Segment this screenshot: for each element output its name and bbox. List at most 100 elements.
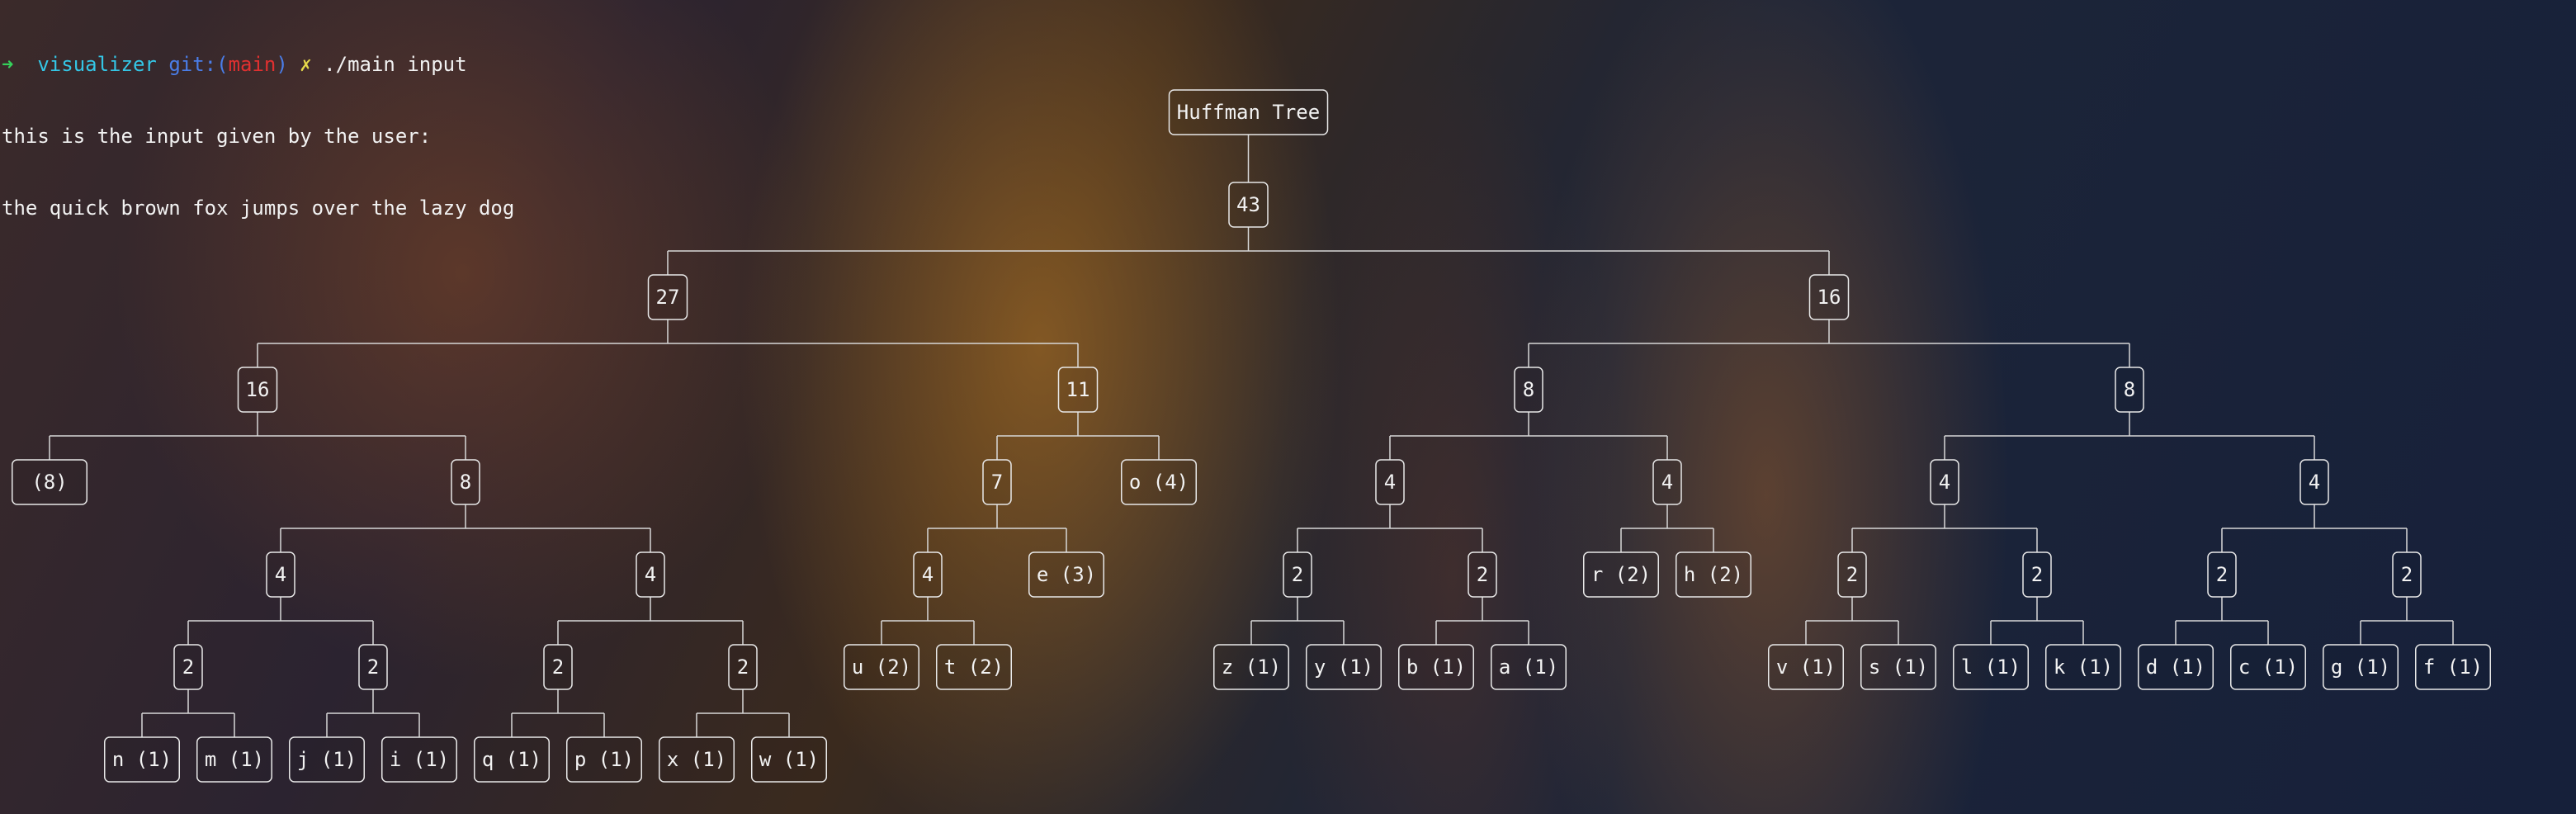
node-label: 11 xyxy=(1066,378,1090,401)
node-label: 2 xyxy=(1846,563,1858,586)
edge xyxy=(2221,504,2408,552)
node-label: 8 xyxy=(1523,378,1534,401)
node-label: p (1) xyxy=(574,748,634,771)
edge xyxy=(1944,412,2315,460)
prompt-directory: visualizer xyxy=(37,53,157,76)
internal-node: 4 xyxy=(1375,459,1405,505)
edge xyxy=(667,227,1830,275)
node-label: h (2) xyxy=(1684,563,1743,586)
internal-node: 8 xyxy=(1514,367,1543,413)
node-label: 2 xyxy=(2031,563,2043,586)
edge xyxy=(511,689,605,737)
node-label: 2 xyxy=(552,655,564,679)
node-label: 4 xyxy=(1939,471,1950,494)
internal-node: 16 xyxy=(237,367,278,413)
edge xyxy=(2360,597,2454,645)
node-label: 7 xyxy=(991,471,1003,494)
internal-node: 2 xyxy=(543,644,573,690)
leaf-node: v (1) xyxy=(1768,644,1844,690)
node-label: 4 xyxy=(922,563,934,586)
terminal-output: ➜ visualizer git:(main) ✗ ./main input t… xyxy=(2,5,514,244)
node-label: 2 xyxy=(1292,563,1303,586)
edge xyxy=(280,504,651,552)
node-label: x (1) xyxy=(667,748,726,771)
git-close: ) xyxy=(276,53,288,76)
leaf-node: w (1) xyxy=(751,736,827,783)
internal-node: 4 xyxy=(1652,459,1682,505)
node-label: 2 xyxy=(2401,563,2413,586)
edge xyxy=(996,412,1160,460)
node-label: 16 xyxy=(1817,286,1841,309)
leaf-node: l (1) xyxy=(1953,644,2029,690)
internal-node: 4 xyxy=(2299,459,2329,505)
node-label: 2 xyxy=(367,655,379,679)
node-label: 16 xyxy=(246,378,270,401)
leaf-node: u (2) xyxy=(844,644,919,690)
leaf-node: h (2) xyxy=(1676,551,1751,598)
node-label: 43 xyxy=(1236,193,1260,216)
node-label: 4 xyxy=(1661,471,1673,494)
node-label: 4 xyxy=(275,563,286,586)
leaf-node: (8) xyxy=(12,459,87,505)
internal-node: 2 xyxy=(1468,551,1497,598)
tree-title-label: Huffman Tree xyxy=(1177,101,1320,124)
leaf-node: i (1) xyxy=(381,736,457,783)
leaf-node: f (1) xyxy=(2415,644,2491,690)
leaf-node: z (1) xyxy=(1213,644,1289,690)
node-label: z (1) xyxy=(1222,655,1281,679)
leaf-node: x (1) xyxy=(659,736,735,783)
internal-node: 4 xyxy=(266,551,295,598)
git-branch: main xyxy=(228,53,277,76)
node-label: i (1) xyxy=(390,748,449,771)
edge xyxy=(1435,597,1529,645)
edge xyxy=(1389,412,1668,460)
node-label: c (1) xyxy=(2238,655,2298,679)
leaf-node: m (1) xyxy=(196,736,272,783)
internal-node: 16 xyxy=(1808,274,1850,320)
node-label: 8 xyxy=(460,471,471,494)
node-label: 4 xyxy=(1384,471,1396,494)
node-label: d (1) xyxy=(2146,655,2205,679)
internal-node: 2 xyxy=(1837,551,1867,598)
leaf-node: s (1) xyxy=(1860,644,1936,690)
internal-node: 11 xyxy=(1057,367,1099,413)
edge xyxy=(2175,597,2269,645)
node-label: w (1) xyxy=(759,748,819,771)
node-label: 8 xyxy=(2124,378,2135,401)
leaf-node: e (3) xyxy=(1028,551,1104,598)
prompt-arrow: ➜ xyxy=(2,53,14,76)
node-label: r (2) xyxy=(1591,563,1651,586)
internal-node: 8 xyxy=(451,459,480,505)
internal-node: 2 xyxy=(728,644,758,690)
internal-node: 4 xyxy=(913,551,943,598)
node-label: j (1) xyxy=(297,748,357,771)
leaf-node: p (1) xyxy=(566,736,642,783)
edge xyxy=(1297,504,1483,552)
node-label: y (1) xyxy=(1314,655,1373,679)
edge xyxy=(326,689,420,737)
leaf-node: t (2) xyxy=(936,644,1012,690)
node-label: 2 xyxy=(182,655,194,679)
node-label: 2 xyxy=(2216,563,2228,586)
edge xyxy=(1851,504,2038,552)
node-label: o (4) xyxy=(1129,471,1189,494)
node-label: 2 xyxy=(737,655,749,679)
internal-node: 2 xyxy=(1283,551,1312,598)
leaf-node: r (2) xyxy=(1583,551,1659,598)
node-label: s (1) xyxy=(1869,655,1928,679)
node-label: 4 xyxy=(2309,471,2320,494)
command-text: ./main input xyxy=(324,53,467,76)
edge xyxy=(881,597,975,645)
node-label: 27 xyxy=(656,286,680,309)
git-label: git:( xyxy=(168,53,229,76)
dirty-mark: ✗ xyxy=(300,53,312,76)
node-label: f (1) xyxy=(2423,655,2483,679)
node-label: a (1) xyxy=(1499,655,1558,679)
edge xyxy=(257,319,1079,367)
node-label: e (3) xyxy=(1037,563,1096,586)
internal-node: 2 xyxy=(358,644,388,690)
internal-node: 2 xyxy=(2207,551,2237,598)
node-label: v (1) xyxy=(1776,655,1836,679)
node-label: u (2) xyxy=(852,655,911,679)
